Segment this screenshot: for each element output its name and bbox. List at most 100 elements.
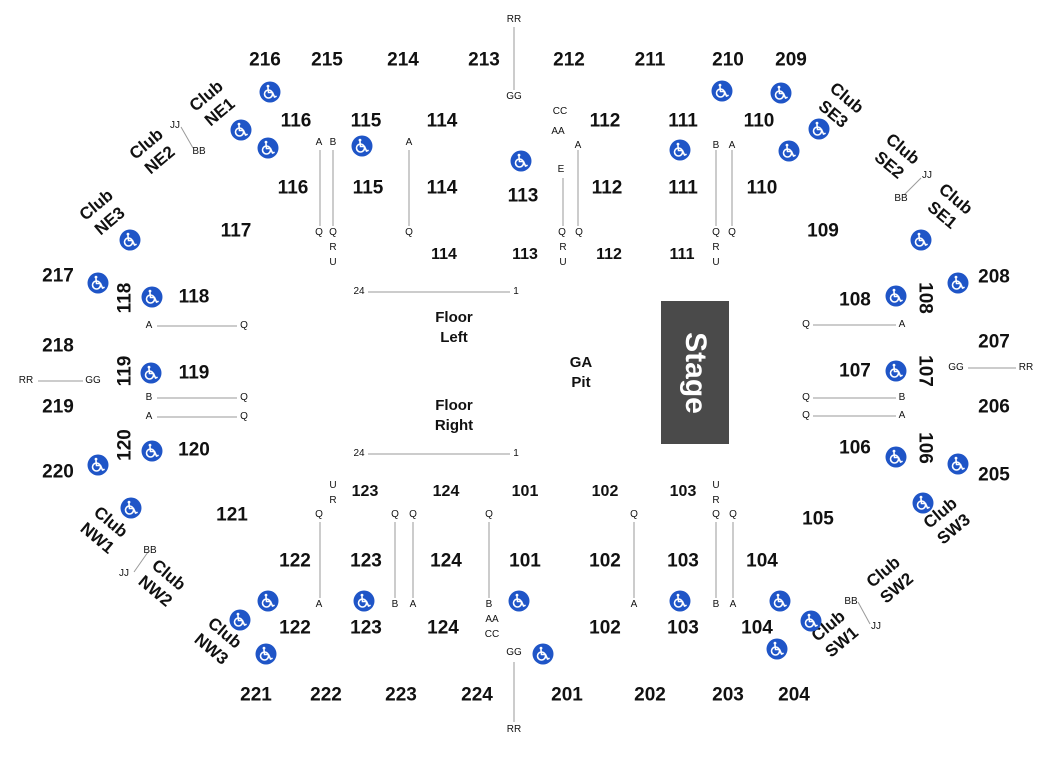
section-label[interactable]: 207 bbox=[978, 331, 1010, 353]
section-label[interactable]: 107 bbox=[839, 360, 871, 382]
section-label[interactable]: 103 bbox=[667, 550, 699, 572]
row-label: GG bbox=[948, 362, 964, 373]
section-label[interactable]: 112 bbox=[596, 246, 622, 263]
section-label[interactable]: 119 bbox=[114, 355, 136, 387]
wheelchair-icon bbox=[769, 590, 791, 612]
section-label[interactable]: 114 bbox=[431, 246, 457, 263]
section-label[interactable]: 221 bbox=[240, 684, 272, 706]
section-label[interactable]: 224 bbox=[461, 684, 493, 706]
wheelchair-icon bbox=[808, 118, 830, 140]
section-label[interactable]: 124 bbox=[432, 483, 460, 500]
section-label[interactable]: 111 bbox=[668, 110, 698, 132]
section-label[interactable]: 218 bbox=[42, 335, 74, 357]
row-label: R bbox=[712, 242, 720, 253]
section-label[interactable]: 113 bbox=[507, 185, 539, 207]
section-label[interactable]: 217 bbox=[42, 265, 74, 287]
section-label[interactable]: 105 bbox=[802, 508, 834, 530]
section-label[interactable]: 104 bbox=[741, 617, 773, 639]
row-label: A bbox=[409, 599, 417, 610]
section-label[interactable]: 205 bbox=[978, 464, 1010, 486]
section-label[interactable]: 121 bbox=[216, 504, 248, 526]
section-label[interactable]: 123 bbox=[350, 617, 382, 639]
section-label[interactable]: 124 bbox=[427, 617, 459, 639]
section-label[interactable]: 109 bbox=[807, 220, 839, 242]
section-label[interactable]: 114 bbox=[426, 177, 458, 199]
section-label[interactable]: 122 bbox=[279, 617, 311, 639]
section-label[interactable]: 212 bbox=[553, 49, 585, 71]
wheelchair-icon bbox=[120, 497, 142, 519]
section-label[interactable]: 223 bbox=[385, 684, 417, 706]
section-label[interactable]: 215 bbox=[311, 49, 343, 71]
section-label[interactable]: 209 bbox=[775, 49, 807, 71]
section-label[interactable]: 114 bbox=[426, 110, 458, 132]
row-label: BB bbox=[894, 193, 908, 204]
section-label[interactable]: 204 bbox=[778, 684, 810, 706]
section-label[interactable]: 106 bbox=[839, 437, 871, 459]
row-label: U bbox=[712, 480, 720, 491]
section-label[interactable]: 106 bbox=[914, 432, 936, 464]
section-label[interactable]: 113 bbox=[512, 246, 538, 263]
section-label[interactable]: 118 bbox=[178, 286, 210, 308]
section-label[interactable]: 120 bbox=[114, 429, 136, 461]
wheelchair-icon bbox=[669, 139, 691, 161]
section-label[interactable]: 103 bbox=[667, 617, 699, 639]
section-label[interactable]: 216 bbox=[249, 49, 281, 71]
section-label[interactable]: 115 bbox=[350, 110, 382, 132]
row-label: B bbox=[485, 599, 493, 610]
section-label[interactable]: 116 bbox=[280, 110, 312, 132]
section-label[interactable]: 112 bbox=[591, 177, 623, 199]
section-label[interactable]: 123 bbox=[350, 550, 382, 572]
section-label[interactable]: 213 bbox=[468, 49, 500, 71]
wheelchair-icon bbox=[885, 360, 907, 382]
section-label[interactable]: 108 bbox=[839, 289, 871, 311]
section-label[interactable]: 102 bbox=[591, 483, 619, 500]
section-label[interactable]: 116 bbox=[277, 177, 309, 199]
section-label[interactable]: 117 bbox=[220, 220, 252, 242]
section-label[interactable]: 115 bbox=[352, 177, 384, 199]
section-label[interactable]: 102 bbox=[589, 617, 621, 639]
row-label: GG bbox=[506, 647, 522, 658]
section-label[interactable]: 108 bbox=[914, 282, 936, 314]
row-label: Q bbox=[712, 509, 720, 520]
section-label[interactable]: 111 bbox=[669, 246, 695, 263]
section-label[interactable]: 101 bbox=[509, 550, 541, 572]
section-label[interactable]: 104 bbox=[746, 550, 778, 572]
wheelchair-icon bbox=[87, 272, 109, 294]
section-label[interactable]: 211 bbox=[634, 49, 666, 71]
section-label[interactable]: 101 bbox=[511, 483, 539, 500]
wheelchair-icon bbox=[669, 590, 691, 612]
section-label[interactable]: 220 bbox=[42, 461, 74, 483]
section-label[interactable]: 201 bbox=[551, 684, 583, 706]
section-label[interactable]: 118 bbox=[114, 282, 136, 314]
section-label[interactable]: 203 bbox=[712, 684, 744, 706]
section-label[interactable]: 208 bbox=[978, 266, 1010, 288]
section-label[interactable]: 119 bbox=[178, 362, 210, 384]
section-label[interactable]: 202 bbox=[634, 684, 666, 706]
section-label[interactable]: 111 bbox=[668, 177, 698, 199]
section-label[interactable]: 123 bbox=[351, 483, 379, 500]
section-label[interactable]: 120 bbox=[178, 439, 210, 461]
section-label[interactable]: 214 bbox=[387, 49, 419, 71]
section-label[interactable]: 112 bbox=[589, 110, 621, 132]
section-label[interactable]: 222 bbox=[310, 684, 342, 706]
section-label[interactable]: 124 bbox=[430, 550, 462, 572]
row-label: BB bbox=[844, 596, 858, 607]
section-label[interactable]: 110 bbox=[746, 177, 778, 199]
section-label[interactable]: 210 bbox=[712, 49, 744, 71]
row-label: 24 bbox=[353, 286, 365, 297]
row-label: U bbox=[559, 257, 567, 268]
section-label[interactable]: 122 bbox=[279, 550, 311, 572]
section-label[interactable]: 102 bbox=[589, 550, 621, 572]
row-label: B bbox=[712, 140, 720, 151]
section-label[interactable]: 107 bbox=[914, 355, 936, 387]
row-label: A bbox=[898, 319, 906, 330]
stage[interactable]: Stage bbox=[661, 301, 729, 444]
section-label[interactable]: 103 bbox=[669, 483, 697, 500]
section-label[interactable]: 219 bbox=[42, 396, 74, 418]
section-label[interactable]: 110 bbox=[743, 110, 775, 132]
section-label[interactable]: 206 bbox=[978, 396, 1010, 418]
